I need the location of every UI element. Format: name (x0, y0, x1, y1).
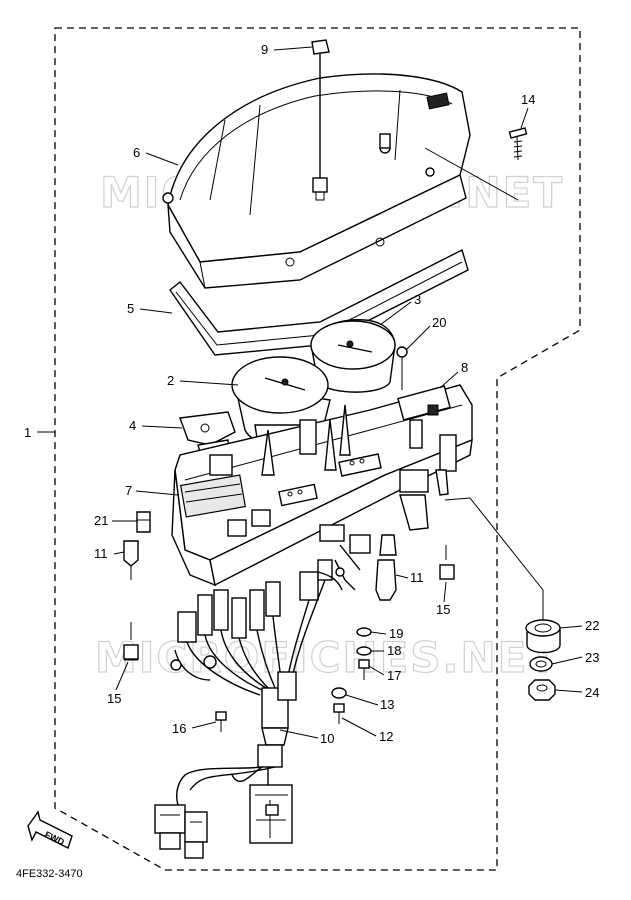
callout-3: 3 (414, 292, 421, 307)
bulb-11-left (123, 540, 139, 580)
callout-19: 19 (389, 626, 403, 641)
callout-18: 18 (387, 643, 401, 658)
callout-labels: 1 2 3 4 5 6 7 8 9 10 11 11 12 13 14 15 1… (24, 42, 599, 746)
callout-10: 10 (320, 731, 334, 746)
wire-harness (154, 544, 361, 859)
screw-15-right (439, 545, 455, 580)
callout-12: 12 (379, 729, 393, 744)
callout-7: 7 (125, 483, 132, 498)
nut-24 (528, 679, 556, 701)
callout-16: 16 (172, 721, 186, 736)
screw-17 (358, 659, 370, 680)
callout-1: 1 (24, 425, 31, 440)
callout-20: 20 (432, 315, 446, 330)
screw-15-left (123, 622, 139, 661)
callout-17: 17 (387, 668, 401, 683)
callout-5: 5 (127, 301, 134, 316)
screw-9 (311, 39, 330, 201)
assembly-boundary (54, 27, 581, 871)
meter-cover (162, 73, 471, 289)
watermark-bottom: MICROFICHES.NET (95, 633, 559, 682)
callout-15-left: 15 (107, 691, 121, 706)
grommet-22 (525, 619, 561, 654)
meter-body (171, 384, 473, 587)
screw-20 (396, 346, 408, 390)
catalog-code: 4FE332-3470 (16, 868, 83, 880)
bulb-11-right (375, 534, 397, 601)
callout-6: 6 (133, 145, 140, 160)
callout-11-left: 11 (94, 546, 108, 561)
bulb-21 (136, 511, 151, 533)
fwd-arrow: FWD (27, 810, 73, 849)
gauge-3 (310, 318, 396, 393)
callout-2: 2 (167, 373, 174, 388)
callout-21: 21 (94, 513, 108, 528)
callout-8: 8 (461, 360, 468, 375)
callout-15-right: 15 (436, 602, 450, 617)
callout-24: 24 (585, 685, 599, 700)
leader-lines (37, 46, 583, 739)
leader-to-grommet (444, 497, 544, 620)
callout-14: 14 (521, 92, 535, 107)
callout-11-right: 11 (410, 570, 424, 585)
callout-23: 23 (585, 650, 599, 665)
washer-13 (331, 687, 347, 699)
callout-4: 4 (129, 418, 136, 433)
callout-13: 13 (380, 697, 394, 712)
callout-22: 22 (585, 618, 599, 633)
screw-12 (333, 703, 345, 724)
washer-19 (356, 627, 372, 637)
screw-14 (424, 127, 528, 201)
screw-16 (215, 711, 227, 732)
callout-9: 9 (261, 42, 268, 57)
washer-23 (529, 656, 553, 672)
washer-18 (356, 646, 372, 656)
